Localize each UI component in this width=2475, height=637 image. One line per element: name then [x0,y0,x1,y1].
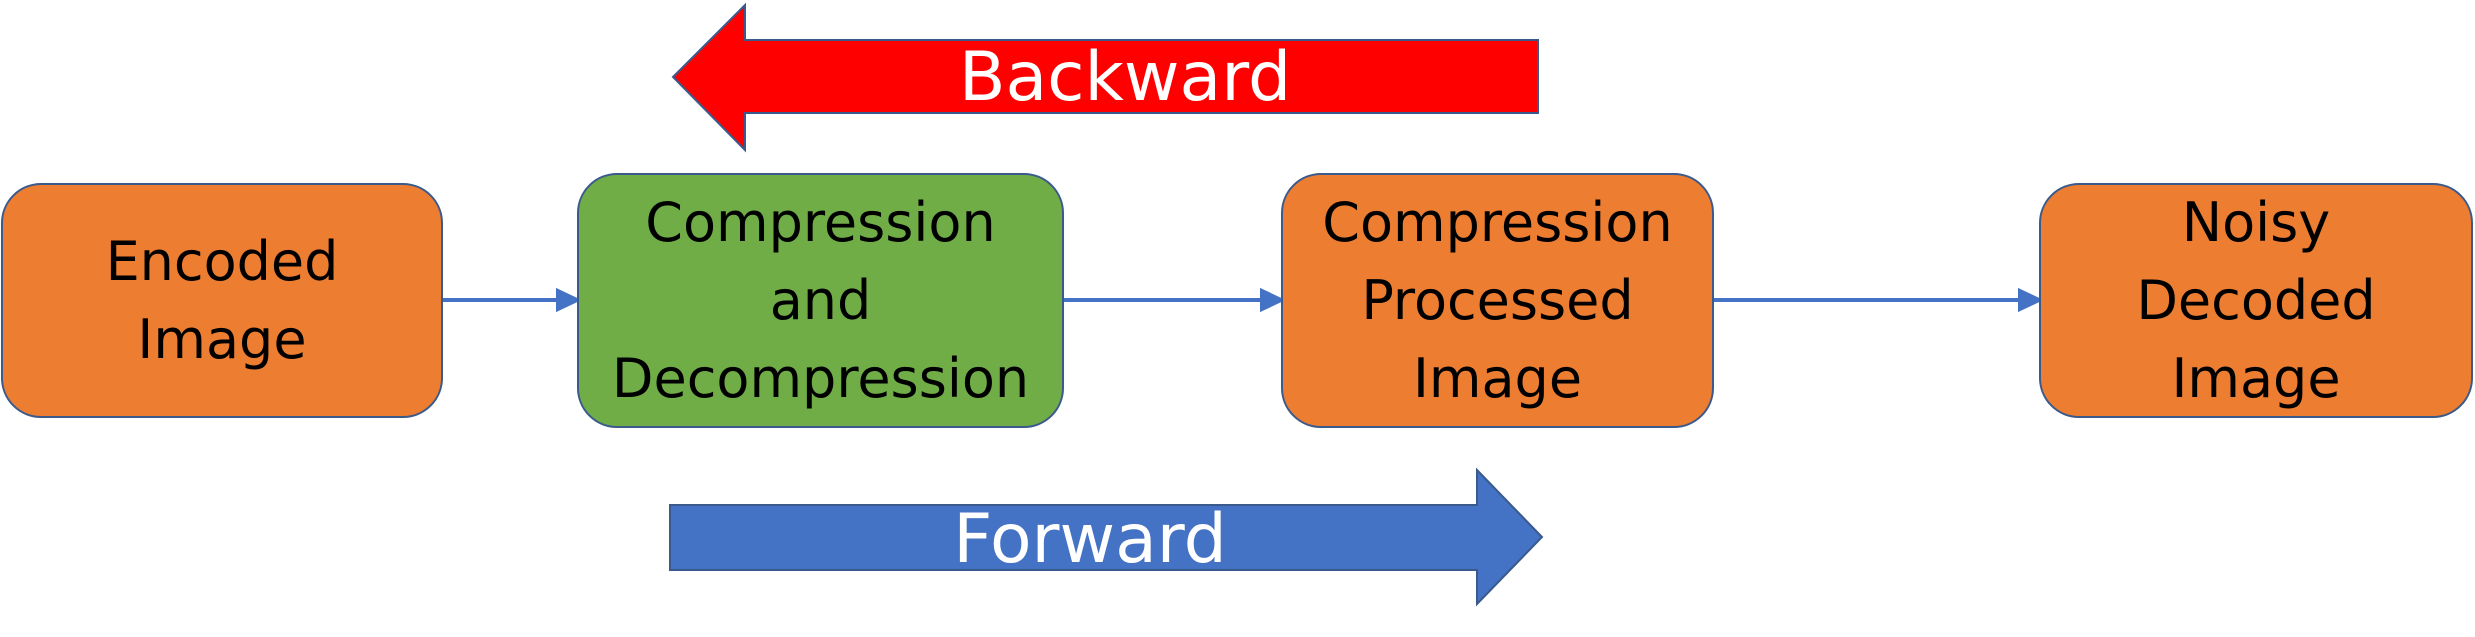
forward-arrow [669,467,1544,607]
node-label-line: Compression [645,190,996,254]
node-compression-processed-image: Compression Processed Image [1281,173,1714,428]
node-label-line: Noisy [2181,190,2331,254]
node-label-line: Encoded [105,229,339,293]
forward-label: Forward [953,500,1227,579]
node-noisy-decoded-image: Noisy Decoded Image [2039,183,2473,418]
connector-arrowhead [1260,287,1286,313]
backward-arrow [671,2,1539,153]
node-label-line: Compression [1322,190,1673,254]
node-label-line: Image [1412,346,1583,410]
node-compression-decompression: Compression and Decompression [577,173,1064,428]
connector-arrowhead [556,287,582,313]
node-encoded-image: Encoded Image [1,183,443,418]
node-label-line: Processed [1361,268,1634,332]
node-label-line: Image [137,307,307,371]
node-label-line: Decoded [2136,268,2376,332]
connector-arrowhead [2018,287,2044,313]
node-label-line: Image [2171,346,2341,410]
node-label-line: and [769,268,872,332]
backward-label: Backward [958,38,1292,117]
node-label-line: Decompression [611,346,1030,410]
